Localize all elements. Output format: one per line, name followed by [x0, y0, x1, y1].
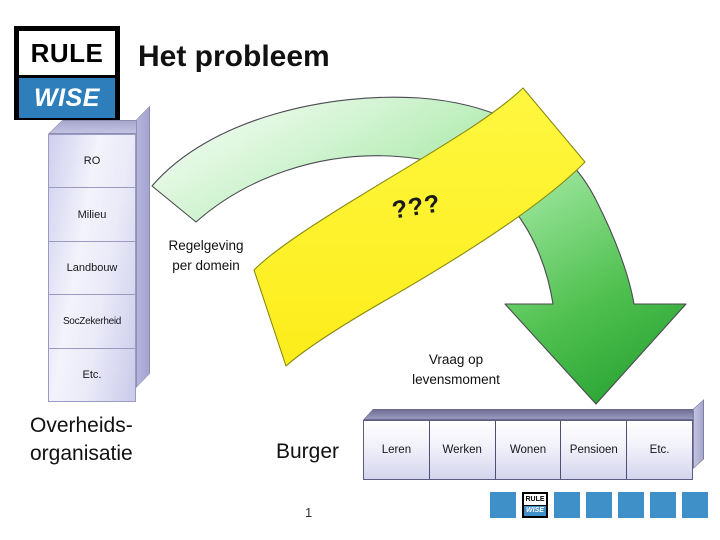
stack-cell-milieu[interactable]: Milieu — [49, 188, 135, 242]
citizen-cell-etc[interactable]: Etc. — [627, 421, 692, 479]
page-number: 1 — [305, 505, 313, 520]
citizen-cell-pensioen[interactable]: Pensioen — [561, 421, 628, 479]
footer-logo-square: RULE WISE — [522, 492, 548, 518]
demand-label-line2: levensmoment — [412, 371, 500, 387]
stack-cell-label: RO — [83, 155, 101, 168]
government-caption-line2: organisatie — [30, 442, 133, 466]
logo-wise-band: WISE — [19, 75, 115, 118]
citizen-bar: Leren Werken Wonen Pensioen Etc. — [363, 399, 704, 483]
yellow-question-ribbon — [253, 87, 586, 367]
citizen-bar-top-face — [363, 409, 703, 420]
demand-label: Vraag op levensmoment — [386, 350, 526, 389]
page-title: Het probleem — [138, 40, 330, 73]
footer-logo-wise: WISE — [524, 504, 546, 516]
stack-front-face: RO Milieu Landbouw SocZekerheid Etc. — [48, 134, 136, 402]
footer-decoration: RULE WISE — [490, 492, 708, 518]
footer-square — [586, 492, 612, 518]
stack-cell-label: SocZekerheid — [62, 315, 122, 327]
brand-logo: RULE WISE — [14, 26, 120, 120]
government-stack: RO Milieu Landbouw SocZekerheid Etc. — [48, 105, 158, 402]
regulation-label-line2: per domein — [172, 257, 240, 273]
citizen-caption: Burger — [276, 440, 340, 463]
government-caption: Overheids- organisatie — [30, 412, 210, 469]
citizen-cell-label: Etc. — [649, 444, 670, 456]
footer-logo-rule: RULE — [524, 494, 546, 505]
citizen-cell-label: Pensioen — [569, 444, 618, 456]
footer-square — [682, 492, 708, 518]
citizen-cell-werken[interactable]: Werken — [430, 421, 496, 479]
demand-label-line1: Vraag op — [428, 352, 484, 367]
citizen-bar-side-face — [693, 399, 704, 469]
stack-cell-label: Landbouw — [66, 262, 118, 275]
stack-cell-etc[interactable]: Etc. — [49, 349, 135, 401]
stack-cell-label: Etc. — [82, 368, 102, 381]
footer-square — [554, 492, 580, 518]
government-caption-line1: Overheids- — [30, 414, 133, 437]
citizen-cell-leren[interactable]: Leren — [364, 421, 430, 479]
stack-cell-ro[interactable]: RO — [49, 135, 135, 189]
citizen-cell-wonen[interactable]: Wonen — [496, 421, 562, 479]
citizen-cell-label: Werken — [442, 444, 482, 456]
logo-wise-text: WISE — [34, 83, 100, 112]
footer-square — [650, 492, 676, 518]
regulation-label: Regelgeving per domein — [146, 236, 266, 275]
stack-cell-label: Milieu — [77, 208, 107, 221]
footer-square — [618, 492, 644, 518]
citizen-cell-label: Wonen — [509, 444, 547, 456]
regulation-label-line1: Regelgeving — [168, 238, 244, 253]
logo-rule-band: RULE — [19, 31, 115, 75]
footer-square — [490, 492, 516, 518]
logo-rule-text: RULE — [30, 38, 104, 68]
stack-cell-landbouw[interactable]: Landbouw — [49, 242, 135, 296]
citizen-cell-label: Leren — [381, 444, 412, 456]
citizen-bar-front-face: Leren Werken Wonen Pensioen Etc. — [363, 420, 693, 480]
stack-cell-soczekerheid[interactable]: SocZekerheid — [49, 295, 135, 349]
